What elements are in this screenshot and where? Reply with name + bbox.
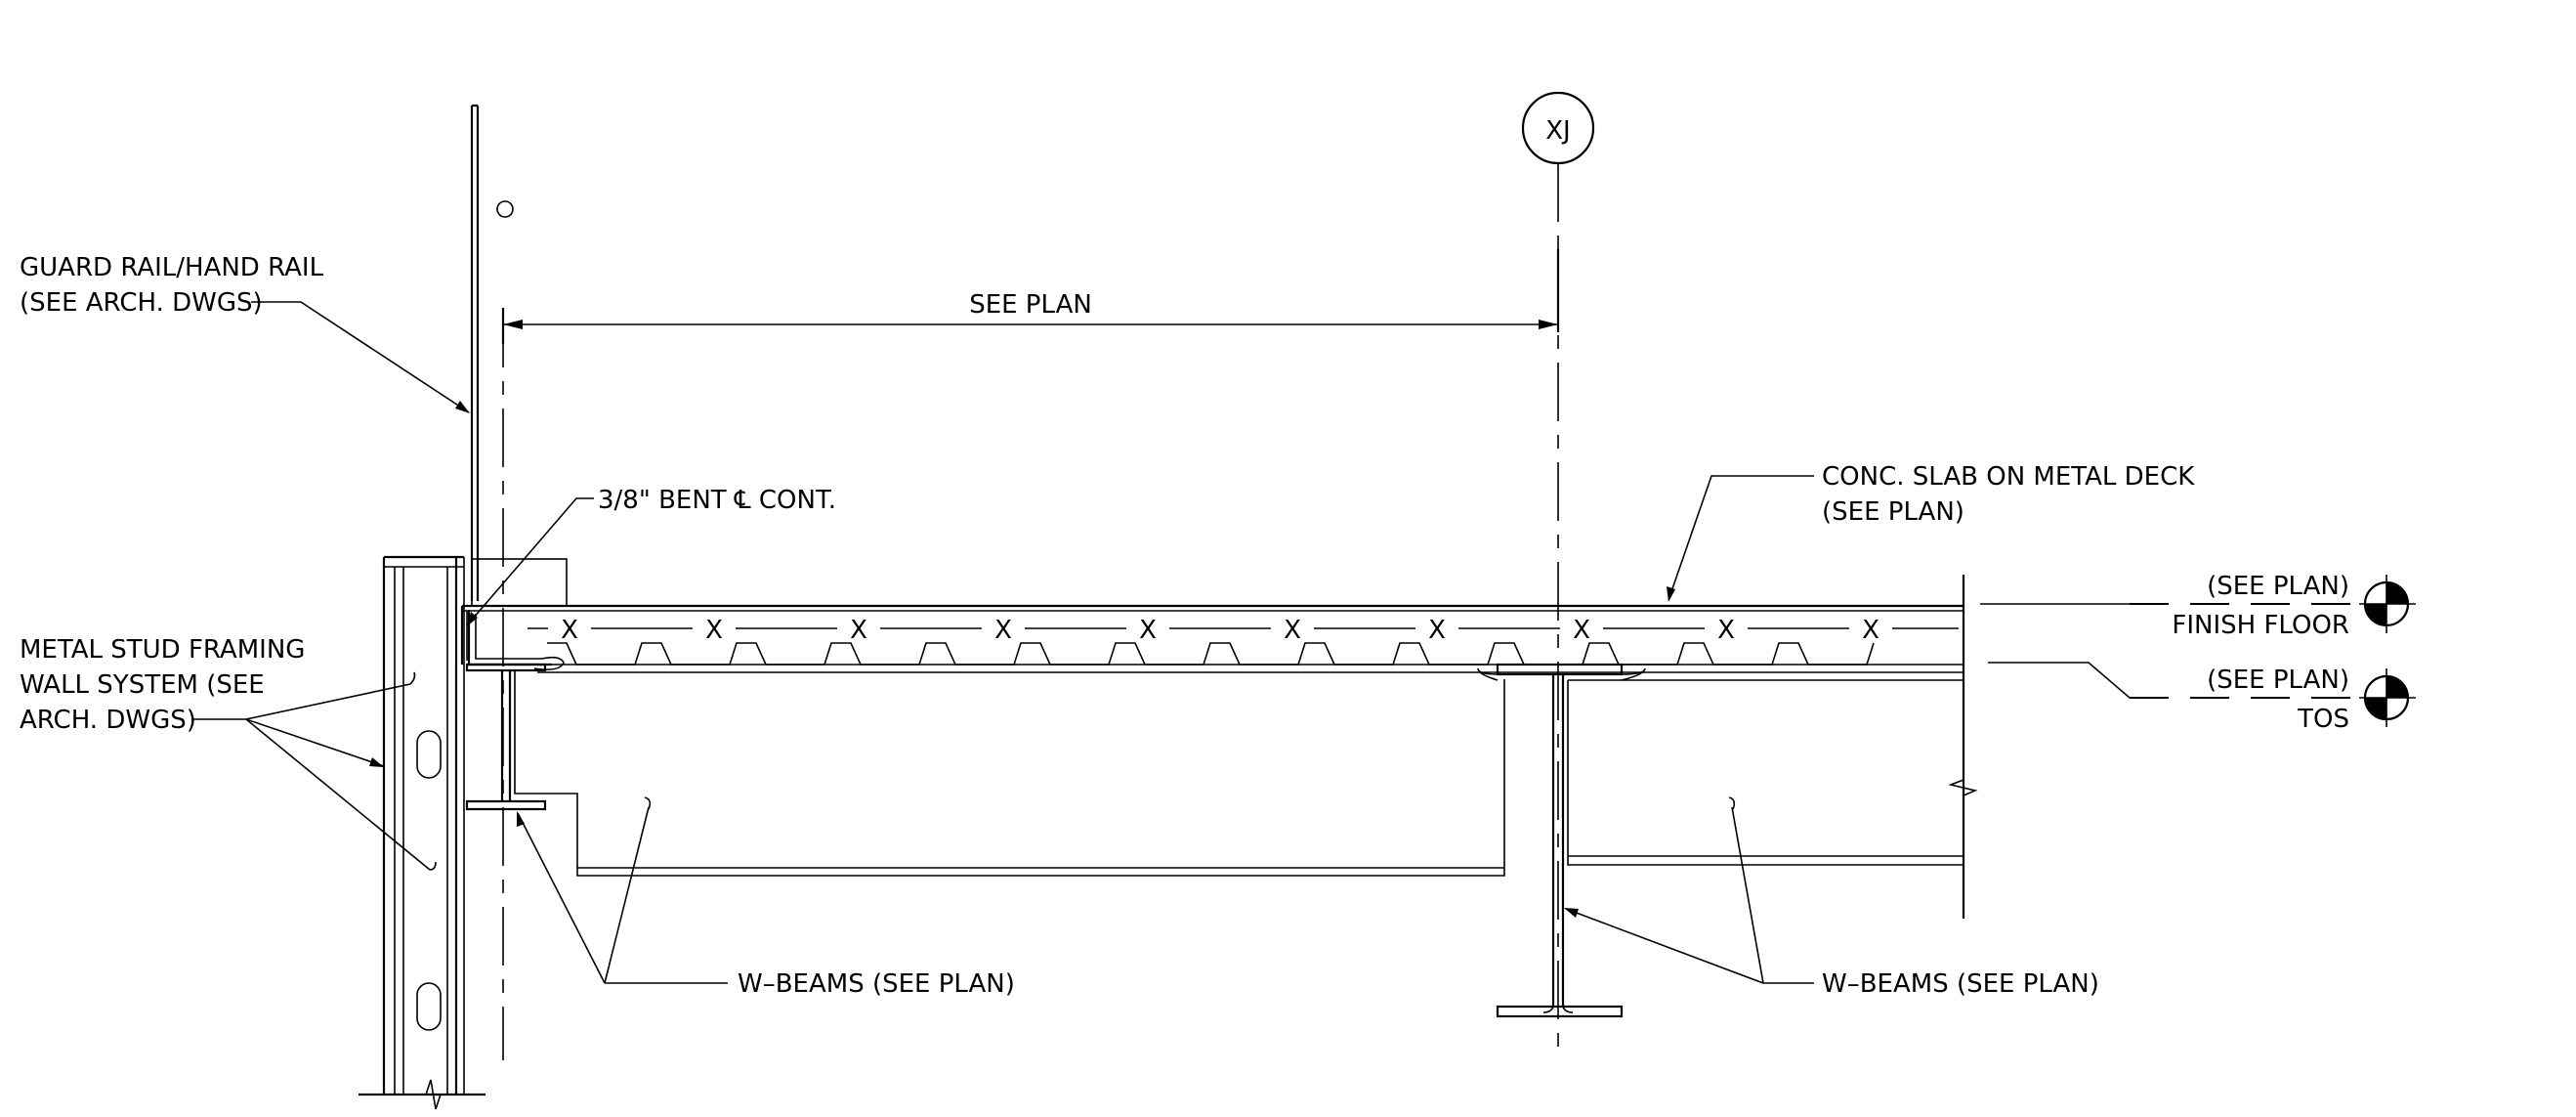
callout-metal-stud: METAL STUD FRAMING WALL SYSTEM (SEE ARCH… [20, 635, 437, 871]
stud-knockout-lower [416, 982, 442, 1031]
guard-rail-label-line1: GUARD RAIL/HAND RAIL [20, 253, 324, 282]
mesh-mark: X [561, 616, 578, 645]
mesh-mark: X [1573, 616, 1590, 645]
mesh-mark: X [1284, 616, 1301, 645]
mesh-mark: X [1862, 616, 1879, 645]
guard-rail [470, 104, 514, 601]
stud-knockout-upper [416, 730, 442, 779]
metal-deck-profile [547, 642, 1875, 666]
wbeams-left-label: W–BEAMS (SEE PLAN) [738, 969, 1015, 999]
elevation-target-symbol [2363, 575, 2410, 633]
guard-rail-label-line2: (SEE ARCH. DWGS) [20, 288, 263, 318]
dimension-see-plan: SEE PLAN [501, 249, 1560, 344]
elevation-tos: (SEE PLAN) TOS [1988, 662, 2416, 734]
callout-wbeams-right: W–BEAMS (SEE PLAN) [1564, 806, 2099, 999]
rail-circle [496, 200, 514, 218]
slab-label-line2: (SEE PLAN) [1822, 497, 1964, 527]
mesh-mark: X [1139, 616, 1157, 645]
slab-label-line1: CONC. SLAB ON METAL DECK [1822, 462, 2195, 492]
mesh-mark: X [994, 616, 1012, 645]
wbeams-right-label: W–BEAMS (SEE PLAN) [1822, 969, 2099, 999]
elevation-target-symbol [2363, 668, 2410, 727]
finish-floor-value: (SEE PLAN) [2207, 572, 2349, 601]
dimension-arrow-right [1539, 320, 1558, 329]
slab-edge-block [471, 558, 568, 607]
callout-guard-rail: GUARD RAIL/HAND RAIL (SEE ARCH. DWGS) [20, 253, 470, 413]
w-beam-girder-xj [1477, 663, 1646, 1018]
tos-name: TOS [2297, 705, 2349, 734]
grid-bubble-label: XJ [1545, 116, 1570, 146]
finish-floor-name: FINISH FLOOR [2172, 611, 2349, 640]
metal-stud-wall [359, 555, 486, 1110]
bent-plate [467, 610, 565, 670]
tos-value: (SEE PLAN) [2207, 666, 2349, 695]
mesh-mark: X [1428, 616, 1446, 645]
stud-label-line1: METAL STUD FRAMING [20, 635, 305, 665]
wall-break-mark [425, 1079, 442, 1110]
callout-slab: CONC. SLAB ON METAL DECK (SEE PLAN) [1667, 462, 2195, 602]
mesh-mark: X [1717, 616, 1735, 645]
callout-bent-plate: 3/8" BENT ℄ CONT. [466, 486, 836, 626]
mesh-mark: X [705, 616, 723, 645]
w-beam-left-elevation [514, 670, 1505, 877]
stud-label-line3: ARCH. DWGS) [20, 706, 196, 735]
callout-wbeams-left: W–BEAMS (SEE PLAN) [517, 806, 1015, 999]
dimension-label: SEE PLAN [969, 290, 1092, 320]
dimension-arrow-left [503, 320, 523, 329]
stud-label-line2: WALL SYSTEM (SEE [20, 670, 265, 700]
w-beam-right-elevation [1567, 679, 1964, 866]
elevation-finish-floor: (SEE PLAN) FINISH FLOOR [1980, 572, 2416, 640]
mesh-mark: X [850, 616, 867, 645]
deck-flutes [547, 642, 1875, 666]
w-beam-left-section [465, 663, 547, 811]
slab-break-mark [1948, 779, 1978, 796]
bent-plate-label: 3/8" BENT ℄ CONT. [598, 486, 836, 515]
